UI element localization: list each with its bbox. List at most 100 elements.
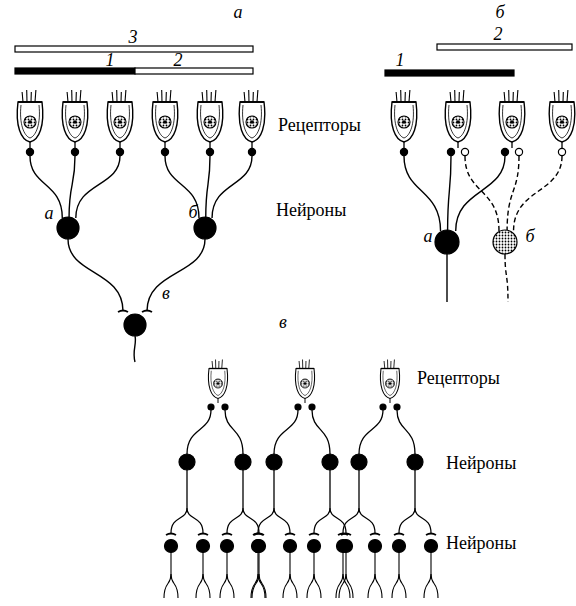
nerve-fiber xyxy=(283,574,290,598)
receptor-cell xyxy=(62,90,88,148)
stimulus-bar xyxy=(385,70,514,76)
neuron xyxy=(221,540,234,553)
nerve-fiber xyxy=(404,156,441,231)
terminal xyxy=(295,404,301,410)
nerve-fiber xyxy=(414,470,415,508)
open-terminal xyxy=(515,148,522,155)
nerve-fiber xyxy=(314,574,321,598)
neuron xyxy=(165,540,178,553)
neuron xyxy=(252,540,265,553)
nerve-fiber xyxy=(227,508,243,533)
nerve-fiber xyxy=(196,574,203,598)
nerve-fiber xyxy=(206,156,210,218)
terminal xyxy=(248,148,255,155)
nerve-fiber xyxy=(258,574,265,598)
panel-letter: в xyxy=(279,313,287,331)
neuron xyxy=(284,540,297,553)
stimulus-number: 1 xyxy=(396,51,405,69)
synapse xyxy=(309,534,319,536)
stimulus-number: 1 xyxy=(106,51,115,69)
nerve-fiber xyxy=(446,254,447,302)
neuron-letter: в xyxy=(162,284,170,302)
nerve-fiber xyxy=(164,574,171,598)
synapse xyxy=(222,534,232,536)
nerve-fiber xyxy=(243,508,259,533)
synapse xyxy=(370,534,380,536)
neuron-letter: а xyxy=(45,204,54,222)
nerve-fiber xyxy=(507,156,519,231)
neuron xyxy=(369,540,382,553)
synapse xyxy=(142,311,152,313)
terminal xyxy=(161,148,168,155)
receptor-cell xyxy=(295,360,314,404)
nerve-fiber xyxy=(259,574,266,598)
nerve-fiber xyxy=(212,156,252,218)
nerve-fiber xyxy=(342,552,343,574)
row-label: Нейроны xyxy=(446,454,516,472)
nerve-fiber xyxy=(225,410,243,454)
nerve-fiber xyxy=(368,574,375,598)
neuron xyxy=(351,454,367,470)
receptor-cell xyxy=(391,90,417,148)
receptor-cell xyxy=(445,90,471,148)
nerve-fiber xyxy=(359,508,375,533)
synapse xyxy=(198,534,208,536)
nerve-fiber xyxy=(313,552,314,574)
open-terminal xyxy=(558,148,565,155)
nerve-fiber xyxy=(257,552,258,574)
nerve-fiber xyxy=(424,574,431,598)
synapse xyxy=(394,534,404,536)
terminal xyxy=(116,148,123,155)
neuron xyxy=(179,454,195,470)
synapse xyxy=(338,534,348,536)
nerve-fiber xyxy=(202,552,203,574)
nerve-fiber xyxy=(329,470,330,508)
neuron xyxy=(337,540,350,553)
terminal xyxy=(26,148,33,155)
neuron-letter: б xyxy=(188,203,197,221)
neuron xyxy=(393,540,406,553)
receptor-cell xyxy=(17,90,43,148)
synapse xyxy=(166,534,176,536)
neuron xyxy=(425,540,438,553)
terminal xyxy=(222,404,228,410)
nerve-fiber xyxy=(186,470,187,508)
nerve-fiber xyxy=(307,574,314,598)
synapse xyxy=(254,534,264,536)
nerve-fiber xyxy=(171,508,187,533)
row-label: Рецепторы xyxy=(278,116,361,134)
nerve-fiber xyxy=(374,552,375,574)
open-terminal xyxy=(461,148,468,155)
nerve-fiber xyxy=(505,254,508,302)
nerve-fiber xyxy=(289,552,290,574)
nerve-fiber xyxy=(358,470,359,508)
nerve-fiber xyxy=(398,552,399,574)
nerve-fiber xyxy=(359,410,383,454)
neuron xyxy=(308,540,321,553)
nerve-fiber xyxy=(171,574,178,598)
neuron xyxy=(235,454,251,470)
nerve-fiber xyxy=(258,552,259,574)
stimulus-bar xyxy=(15,46,253,52)
neuron xyxy=(57,217,79,239)
neuron xyxy=(253,540,266,553)
nerve-fiber xyxy=(415,508,431,533)
nerve-fiber xyxy=(375,574,382,598)
neuron xyxy=(197,540,210,553)
terminal xyxy=(208,404,214,410)
nerve-fiber xyxy=(187,410,211,454)
nerve-fiber xyxy=(258,508,274,533)
nerve-fiber xyxy=(69,156,75,218)
nerve-fiber xyxy=(312,410,330,454)
terminal xyxy=(309,404,315,410)
receptor-cell xyxy=(549,90,575,148)
nerve-fiber xyxy=(170,552,171,574)
receptor-cell xyxy=(499,90,525,148)
nerve-fiber xyxy=(251,574,258,598)
nerve-fiber xyxy=(187,508,203,533)
neuron-letter: б xyxy=(525,227,534,245)
nerve-fiber xyxy=(456,156,505,231)
neuron xyxy=(322,454,338,470)
receptor-cell xyxy=(239,90,265,148)
